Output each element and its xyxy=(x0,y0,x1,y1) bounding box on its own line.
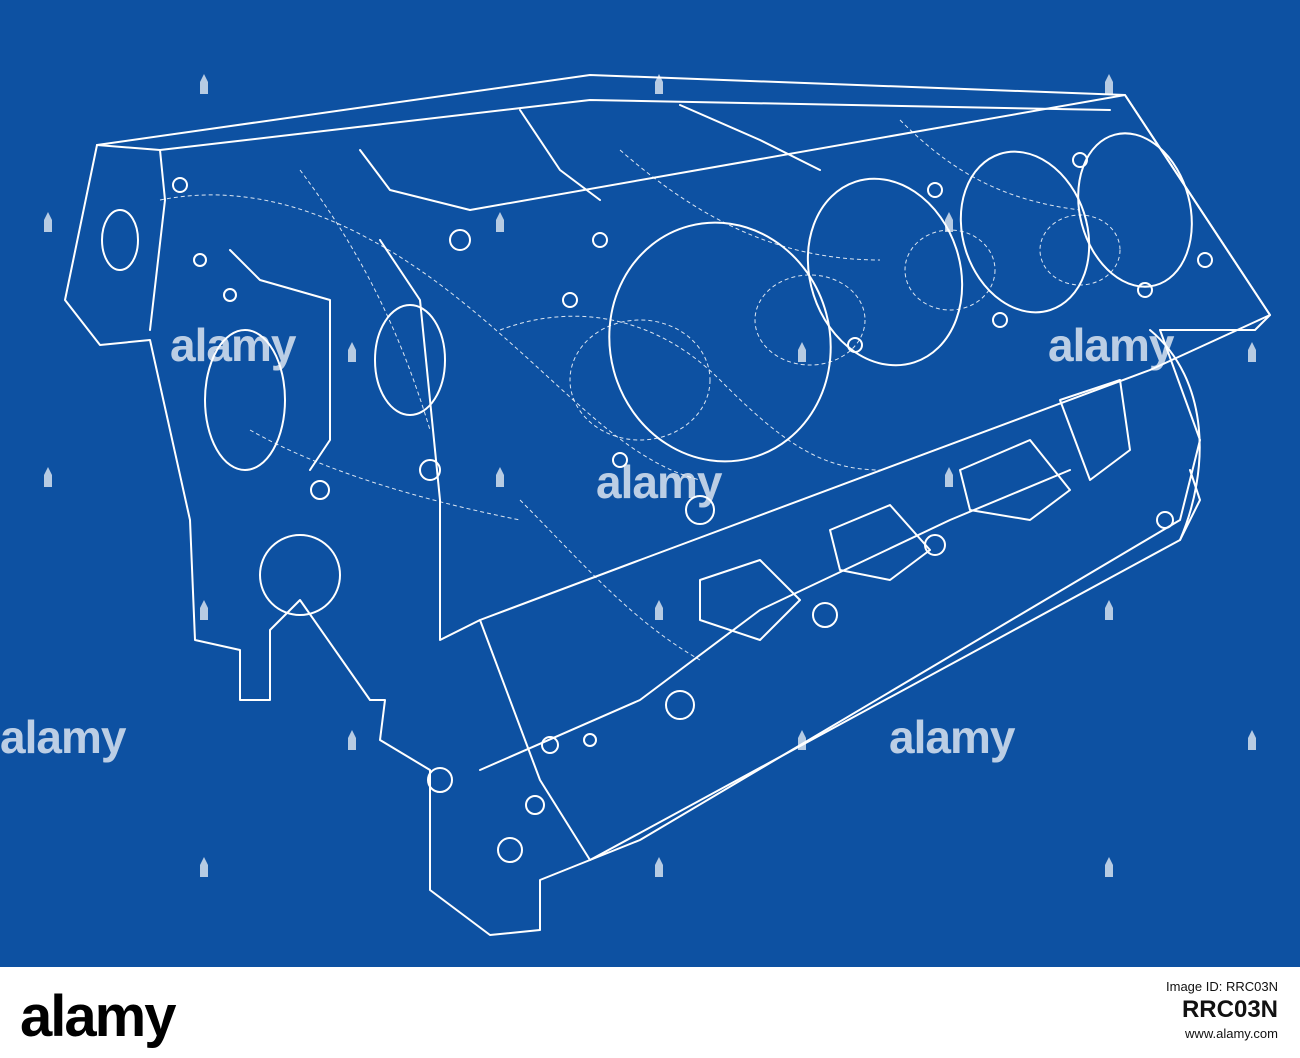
hidden-bore xyxy=(569,319,711,441)
hidden-line xyxy=(299,169,431,431)
watermark: alamy xyxy=(170,319,296,371)
hidden-line xyxy=(159,194,701,481)
bolt-hole xyxy=(583,733,597,747)
engine-block-wireframe xyxy=(64,74,1271,936)
front-bore-1 xyxy=(101,209,139,271)
bore-3 xyxy=(959,150,1091,314)
front-face-outline xyxy=(64,144,591,936)
rib xyxy=(679,104,821,171)
top-deck-inner xyxy=(159,99,1111,151)
image-info: Image ID: RRC03N RRC03N www.alamy.com xyxy=(1166,979,1278,1041)
site-url[interactable]: www.alamy.com xyxy=(1185,1026,1278,1041)
bearing-cap xyxy=(1059,379,1131,481)
bore-2 xyxy=(806,177,964,367)
rib xyxy=(359,149,471,211)
front-bore-3 xyxy=(374,304,446,416)
hidden-line xyxy=(519,499,701,661)
bolt-hole xyxy=(223,288,237,302)
hidden-bore xyxy=(754,274,866,366)
bearing-cap xyxy=(829,504,931,581)
hidden-line xyxy=(619,149,881,261)
bore-4 xyxy=(1077,132,1193,288)
hidden-bore xyxy=(1039,214,1121,286)
bolt-hole xyxy=(562,292,578,308)
bolt-hole xyxy=(427,767,453,793)
bolt-hole xyxy=(419,459,441,481)
bolt-hole xyxy=(172,177,188,193)
rib xyxy=(519,109,601,201)
front-face-edge xyxy=(96,144,166,331)
bolt-hole xyxy=(812,602,838,628)
watermark: alamy xyxy=(0,711,126,763)
bolt-hole xyxy=(193,253,207,267)
hidden-line xyxy=(249,429,521,521)
bolt-hole xyxy=(541,736,559,754)
top-deck-outline xyxy=(96,74,1271,331)
bolt-hole xyxy=(1197,252,1213,268)
image-id-label: Image ID: RRC03N xyxy=(1166,979,1278,994)
bolt-hole xyxy=(612,452,628,468)
footer-bar: alamy Image ID: RRC03N RRC03N www.alamy.… xyxy=(0,967,1300,1058)
bolt-hole xyxy=(1072,152,1088,168)
blueprint-canvas: alamy alamy alamy alamy alamy xyxy=(0,0,1300,967)
watermark: alamy xyxy=(889,711,1015,763)
bolt-hole xyxy=(665,690,695,720)
image-id: RRC03N xyxy=(1181,996,1278,1023)
bolt-hole xyxy=(1156,511,1174,529)
bolt-hole xyxy=(497,837,523,863)
bolt-hole xyxy=(592,232,608,248)
rear-flange xyxy=(1149,329,1201,541)
bolt-hole xyxy=(449,229,471,251)
watermark: alamy xyxy=(1048,319,1174,371)
bolt-hole xyxy=(847,337,863,353)
bolt-hole xyxy=(1137,282,1153,298)
hidden-line xyxy=(899,119,1081,211)
bolt-hole xyxy=(685,495,715,525)
bore-1 xyxy=(608,221,832,463)
rib xyxy=(229,249,331,471)
logo-text: alamy xyxy=(20,984,176,1049)
deck-face xyxy=(469,94,1271,621)
alamy-logo[interactable]: alamy xyxy=(20,983,176,1050)
deck-face-lower xyxy=(479,329,1201,861)
watermark: alamy xyxy=(596,456,722,508)
bolt-hole xyxy=(310,480,330,500)
bolt-hole xyxy=(525,795,545,815)
rib xyxy=(379,239,481,641)
bearing-cap xyxy=(959,439,1071,521)
lower-skirt xyxy=(589,469,1201,861)
bolt-hole xyxy=(992,312,1008,328)
front-bore-4 xyxy=(259,534,341,616)
bearing-cap xyxy=(699,559,801,641)
bolt-hole xyxy=(927,182,943,198)
lower-skirt-2 xyxy=(479,469,1071,771)
front-bore-2 xyxy=(204,329,286,471)
hidden-bore xyxy=(904,229,996,311)
hidden-line xyxy=(499,315,881,471)
